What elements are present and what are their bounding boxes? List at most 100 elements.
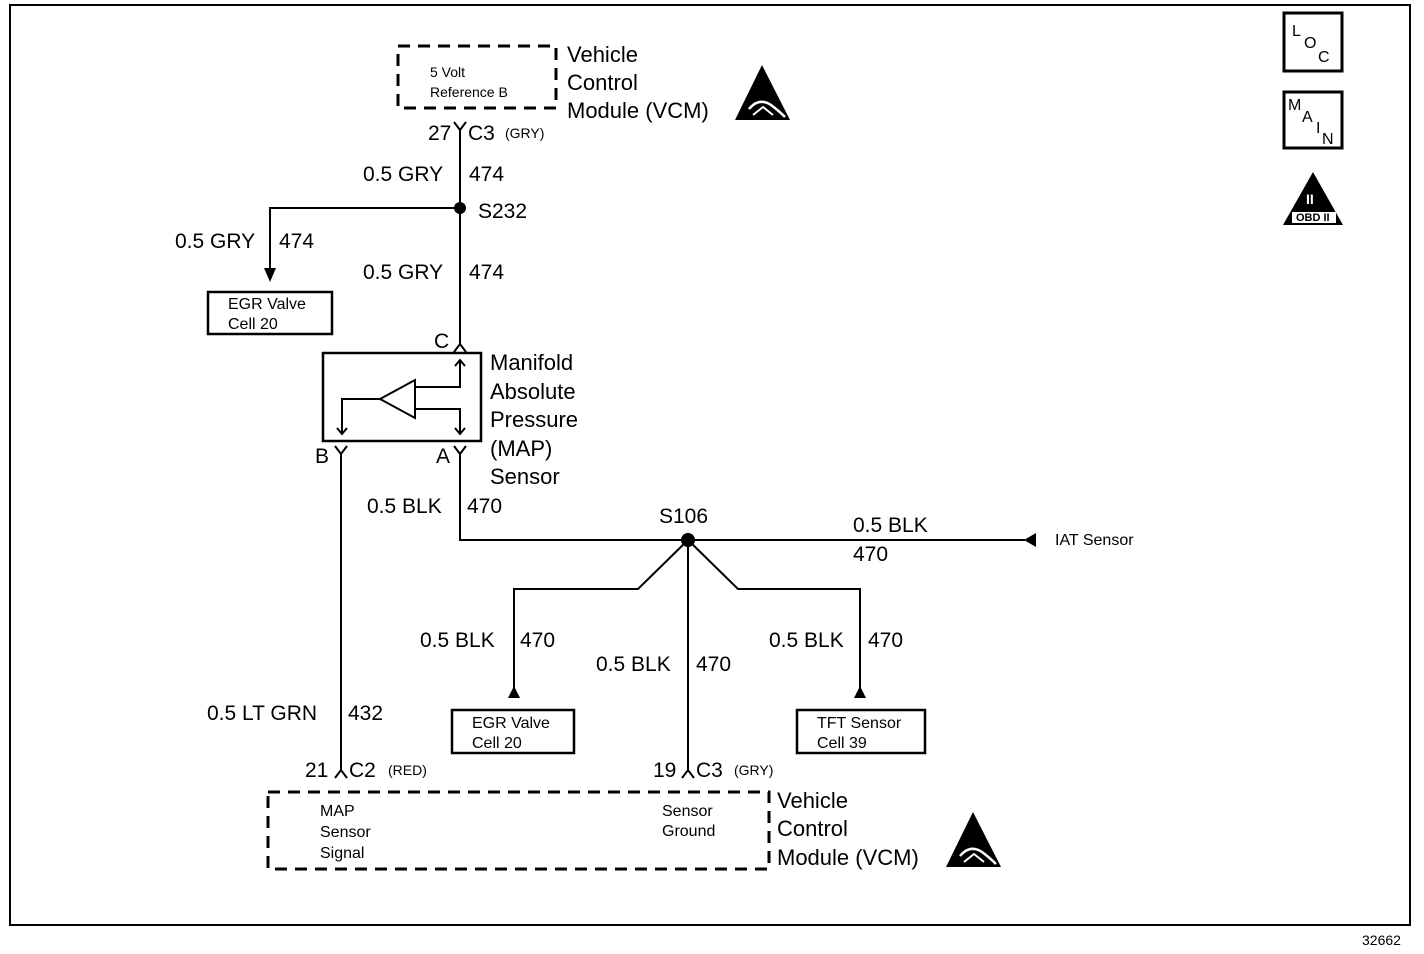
egr-ref-top-line2: Cell 20	[228, 316, 278, 333]
wire-470-map	[459, 454, 688, 541]
wire-474-gauge-c: 0.5 GRY	[363, 261, 443, 284]
wire-474-circuit-b: 474	[279, 230, 314, 253]
map-title-line4: (MAP)	[490, 436, 552, 461]
svg-text:M: M	[1288, 97, 1301, 114]
diagram-frame	[9, 4, 1411, 926]
map-pin-c: C	[434, 330, 449, 353]
svg-text:A: A	[1302, 109, 1313, 126]
map-internal-line	[415, 361, 461, 388]
svg-text:L: L	[1292, 23, 1301, 40]
vcm-bottom-ground-line1: Sensor	[662, 803, 713, 820]
vcm-bottom-signal-line3: Signal	[320, 845, 364, 862]
map-title-line1: Manifold	[490, 350, 573, 375]
wire-470-tft	[687, 539, 861, 690]
wire-432-gauge: 0.5 LT GRN	[207, 702, 317, 725]
vcm-bottom-signal-line1: MAP	[320, 803, 355, 820]
wire-470-vcm-gauge: 0.5 BLK	[596, 653, 671, 676]
connector-symbol	[453, 342, 467, 353]
map-title-line5: Sensor	[490, 464, 560, 489]
map-sensor-box	[321, 351, 483, 443]
wire-474-gauge-a: 0.5 GRY	[363, 163, 443, 186]
vcm-bottom-ground-line2: Ground	[662, 823, 715, 840]
vcm-top-pin: 27	[428, 122, 451, 145]
wire-470-vcm-circuit: 470	[696, 653, 731, 676]
vcm-bottom-pin-right: 19	[653, 759, 676, 782]
map-title-line2: Absolute	[490, 379, 576, 404]
vcm-bottom-signal-line2: Sensor	[320, 824, 371, 841]
arrow-left-icon	[1024, 533, 1036, 547]
vcm-bottom-connector-left-color: (RED)	[388, 762, 427, 778]
map-pin-b: B	[315, 445, 329, 468]
wire-470-tft-circuit: 470	[868, 629, 903, 652]
wire-432-circuit: 432	[348, 702, 383, 725]
svg-text:N: N	[1322, 131, 1334, 148]
esd-warning-icon	[946, 812, 1001, 867]
splice-s232-label: S232	[478, 200, 527, 223]
vcm-top-title-line2: Control	[567, 70, 638, 95]
vcm-top-connector-color: (GRY)	[505, 125, 544, 141]
arrow-down-icon	[264, 268, 276, 282]
vcm-bottom-connector-left: C2	[349, 759, 376, 782]
vcm-bottom-connector-right-color: (GRY)	[734, 762, 773, 778]
splice-s106-label: S106	[659, 505, 708, 528]
vcm-top-inner-line2: Reference B	[430, 84, 508, 100]
vcm-bottom-title-line3: Module (VCM)	[777, 845, 919, 870]
wire-470-tft-gauge: 0.5 BLK	[769, 629, 844, 652]
connector-symbol	[453, 445, 467, 456]
vcm-top-title-line3: Module (VCM)	[567, 98, 709, 123]
wire-474-egr-branch	[269, 207, 460, 268]
vcm-bottom-connector-right: C3	[696, 759, 723, 782]
egr-ref-bottom-line2: Cell 20	[472, 735, 522, 752]
vcm-bottom-title-line1: Vehicle	[777, 788, 848, 813]
connector-symbol	[453, 121, 467, 132]
vcm-top-inner-line1: 5 Volt	[430, 64, 465, 80]
wire-470-map-circuit: 470	[467, 495, 502, 518]
wire-470-egr	[513, 539, 689, 690]
vcm-top-title-line1: Vehicle	[567, 42, 638, 67]
egr-ref-top-box	[206, 290, 334, 336]
amplifier-symbol	[377, 378, 416, 420]
svg-text:C: C	[1318, 49, 1330, 66]
connector-symbol	[334, 445, 348, 456]
arrow-up-icon	[508, 686, 520, 698]
obd-ii-icon: II OBD II	[1283, 172, 1343, 225]
wire-474-gauge-b: 0.5 GRY	[175, 230, 255, 253]
egr-ref-bottom-box	[450, 708, 576, 755]
wire-474-circuit-c: 474	[469, 261, 504, 284]
tft-ref-line2: Cell 39	[817, 735, 867, 752]
arrow-down-icon	[336, 427, 348, 436]
main-badge-icon: M A I N	[1282, 90, 1344, 150]
svg-text:I: I	[1316, 120, 1320, 137]
figure-number: 32662	[1362, 932, 1401, 948]
svg-text:II: II	[1306, 191, 1314, 207]
egr-ref-top-line1: EGR Valve	[228, 296, 306, 313]
vcm-bottom-box	[266, 790, 771, 871]
iat-sensor-label: IAT Sensor	[1055, 532, 1134, 549]
tft-ref-line1: TFT Sensor	[817, 715, 902, 732]
map-internal-line	[415, 408, 461, 433]
esd-warning-icon	[735, 65, 790, 120]
connector-symbol	[334, 768, 348, 779]
wire-470-egr-gauge: 0.5 BLK	[420, 629, 495, 652]
map-pin-a: A	[436, 445, 450, 468]
wire-474-circuit-a: 474	[469, 163, 504, 186]
svg-text:OBD II: OBD II	[1296, 212, 1330, 224]
arrow-up-icon	[454, 358, 466, 367]
tft-ref-box	[795, 708, 927, 755]
egr-ref-bottom-line1: EGR Valve	[472, 715, 550, 732]
wire-470-iat-gauge: 0.5 BLK	[853, 514, 928, 537]
arrow-up-icon	[854, 686, 866, 698]
connector-symbol	[681, 768, 695, 779]
wire-470-iat-circuit: 470	[853, 543, 888, 566]
wire-470-map-gauge: 0.5 BLK	[367, 495, 442, 518]
vcm-bottom-pin-left: 21	[305, 759, 328, 782]
vcm-bottom-title-line2: Control	[777, 816, 848, 841]
wire-470-egr-circuit: 470	[520, 629, 555, 652]
vcm-top-box	[396, 44, 558, 110]
map-title-line3: Pressure	[490, 407, 578, 432]
svg-text:O: O	[1304, 35, 1316, 52]
vcm-top-connector: C3	[468, 122, 495, 145]
map-internal-line	[341, 398, 380, 433]
arrow-down-icon	[454, 427, 466, 436]
